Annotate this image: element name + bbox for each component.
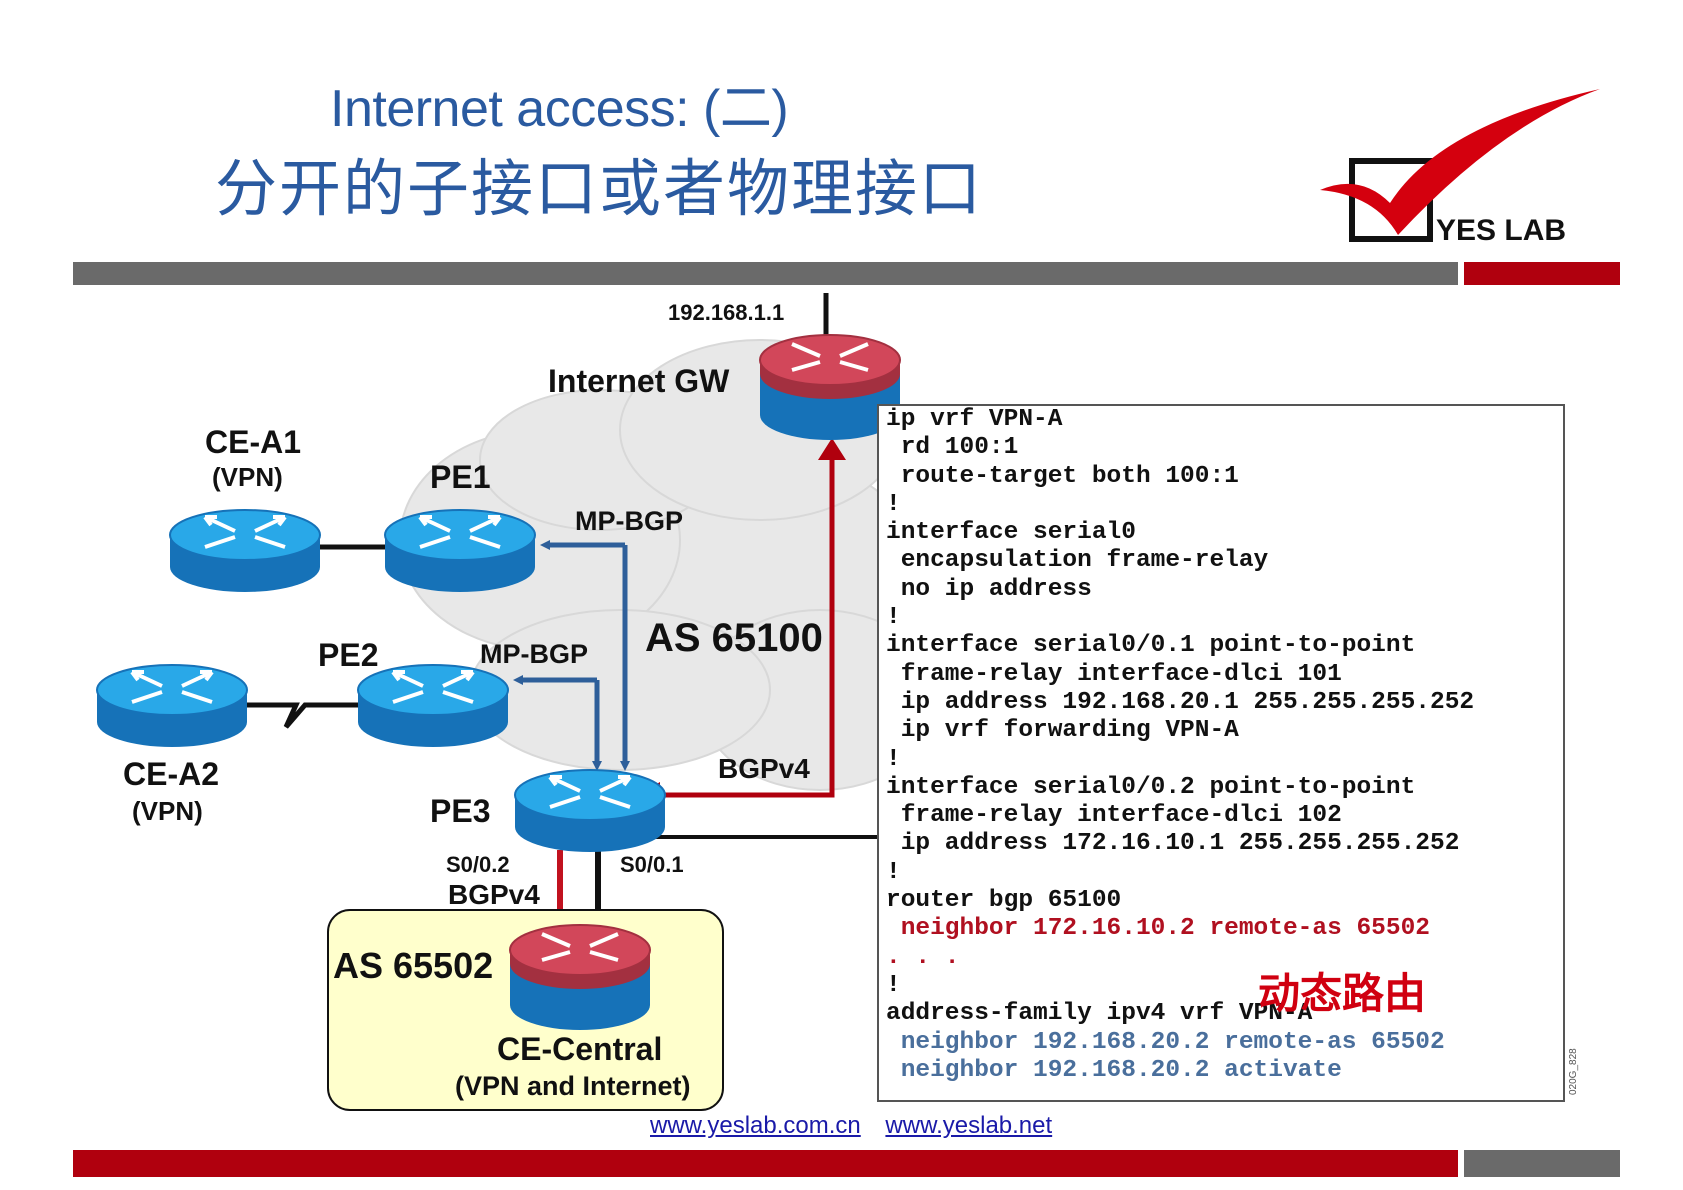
header-bar-red (1464, 262, 1620, 285)
ce-a1-label: CE-A1 (205, 424, 301, 460)
config-line: ! (886, 858, 901, 886)
config-line: ! (886, 971, 901, 999)
config-line: neighbor 192.168.20.2 activate (886, 1056, 1342, 1084)
footer-bar-gray (1464, 1150, 1620, 1177)
bgpv4-arrowhead-up (818, 438, 846, 460)
config-line: . . . (886, 943, 960, 971)
router-ce-a1 (169, 509, 321, 592)
yeslab-logo: YES LAB (1320, 89, 1600, 247)
config-line: neighbor 172.16.10.2 remote-as 65502 (886, 915, 1430, 943)
config-line: no ip address (886, 575, 1092, 603)
bgpv4-arrow (660, 455, 835, 798)
slide-subtitle: 分开的子接口或者物理接口 (215, 152, 984, 225)
footer-link-cn[interactable]: www.yeslab.com.cn (650, 1112, 861, 1139)
internet-gw-label: Internet GW (548, 363, 730, 399)
mpbgp2-label: MP-BGP (480, 639, 588, 669)
config-line: rd 100:1 (886, 434, 1019, 462)
ce-central-label: CE-Central (497, 1031, 662, 1067)
link-cea2-pe2 (245, 702, 365, 729)
mpbgp1-label: MP-BGP (575, 506, 683, 536)
config-line: interface serial0/0.2 point-to-point (886, 773, 1416, 801)
as65100-label: AS 65100 (645, 616, 823, 660)
ce-a2-label: CE-A2 (123, 756, 219, 792)
config-line: interface serial0 (886, 519, 1136, 547)
footer-bar-red (73, 1150, 1458, 1177)
pe3-label: PE3 (430, 793, 490, 829)
pe1-label: PE1 (430, 459, 490, 495)
ce-a1-sub-label: (VPN) (212, 462, 283, 492)
ce-central-sub-label: (VPN and Internet) (455, 1071, 691, 1101)
dynamic-routing-annotation: 动态路由 (1258, 969, 1427, 1018)
config-line: interface serial0/0.1 point-to-point (886, 632, 1416, 660)
config-line: ! (886, 745, 901, 773)
as65502-label: AS 65502 (333, 945, 493, 986)
config-line: ! (886, 604, 901, 632)
router-internet-gw (759, 334, 901, 440)
s002-label: S0/0.2 (446, 852, 510, 877)
config-panel (877, 404, 1565, 1102)
ce-a2-sub-label: (VPN) (132, 796, 203, 826)
config-line: encapsulation frame-relay (886, 547, 1269, 575)
config-line: ip address 172.16.10.1 255.255.255.252 (886, 830, 1460, 858)
config-line: frame-relay interface-dlci 102 (886, 802, 1342, 830)
config-line: route-target both 100:1 (886, 462, 1239, 490)
footer-links: www.yeslab.com.cn www.yeslab.net (650, 1112, 1070, 1140)
ip-label: 192.168.1.1 (668, 300, 784, 325)
footer-link-net[interactable]: www.yeslab.net (885, 1112, 1053, 1139)
config-code: ip vrf VPN-A rd 100:1 route-target both … (886, 406, 1474, 1085)
router-pe2 (357, 664, 509, 747)
config-line: ! (886, 490, 901, 518)
slide-id: 020G_828 (1568, 1048, 1579, 1095)
router-pe1 (384, 509, 536, 592)
bgpv4-bottom-label: BGPv4 (448, 879, 540, 910)
config-line: ip vrf VPN-A (886, 406, 1063, 433)
config-line: router bgp 65100 (886, 887, 1122, 915)
s001-label: S0/0.1 (620, 852, 684, 877)
bgpv4-top-label: BGPv4 (718, 753, 810, 784)
config-line: neighbor 192.168.20.2 remote-as 65502 (886, 1028, 1445, 1056)
pe2-label: PE2 (318, 637, 378, 673)
router-pe3 (514, 769, 666, 852)
config-line: ip address 192.168.20.1 255.255.255.252 (886, 688, 1475, 716)
router-ce-central (509, 924, 651, 1030)
header-bar-gray (73, 262, 1458, 285)
config-line: address-family ipv4 vrf VPN-A (886, 1000, 1313, 1028)
config-line: frame-relay interface-dlci 101 (886, 660, 1342, 688)
router-ce-a2 (96, 664, 248, 747)
logo-text: YES LAB (1436, 214, 1566, 247)
config-line: ip vrf forwarding VPN-A (886, 717, 1239, 745)
slide-title: Internet access: (二) (330, 80, 789, 138)
